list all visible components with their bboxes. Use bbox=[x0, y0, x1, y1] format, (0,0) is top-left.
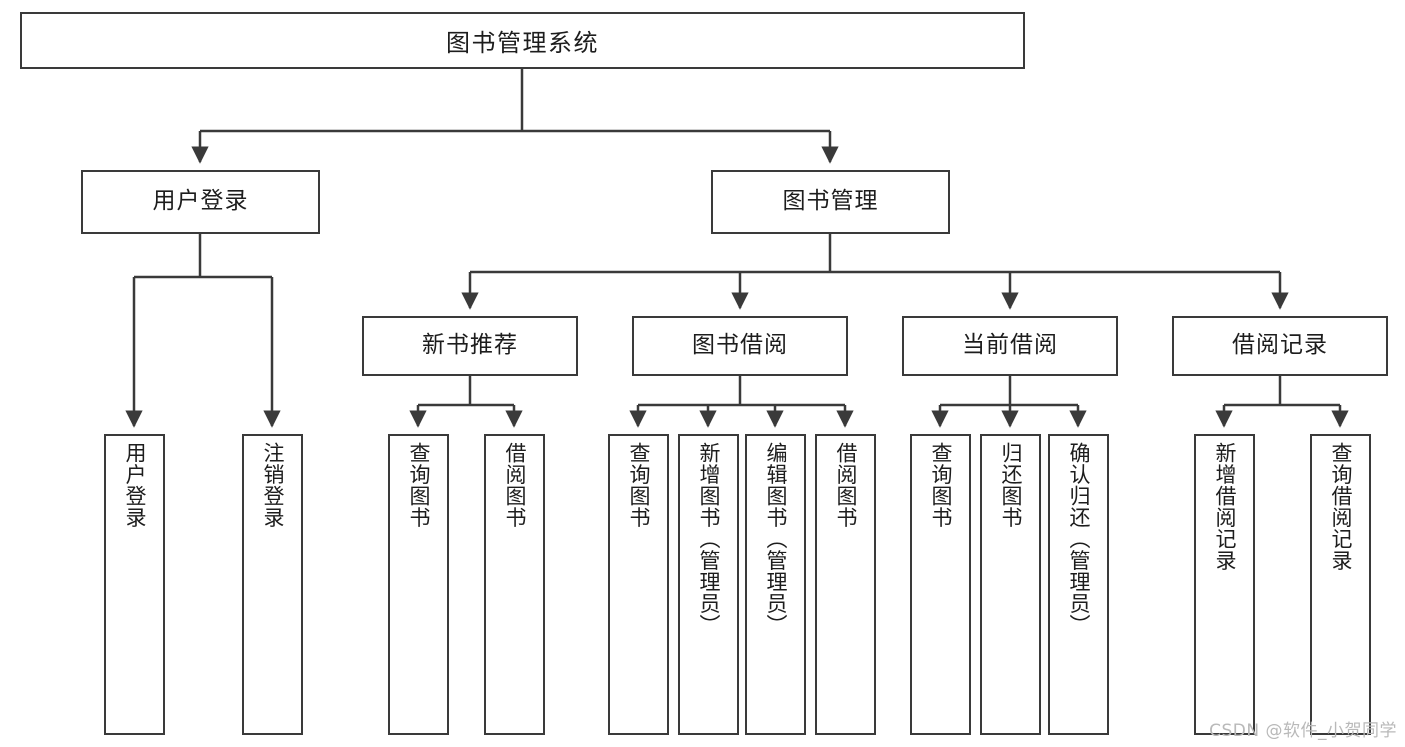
csdn-watermark: CSDN @软件_小贺同学 bbox=[1209, 721, 1397, 741]
leaf-label: 借阅图书 bbox=[833, 442, 858, 528]
node-borrow-record[interactable]: 借阅记录 bbox=[1172, 316, 1388, 376]
leaf-edit-book-admin[interactable]: 编辑图书（管理员） bbox=[745, 434, 806, 735]
node-root-book-management-system[interactable]: 图书管理系统 bbox=[20, 12, 1025, 69]
leaf-label: 用户登录 bbox=[122, 442, 147, 528]
node-label: 图书管理 bbox=[782, 188, 879, 215]
leaf-label: 查询图书 bbox=[406, 442, 431, 528]
node-label: 当前借阅 bbox=[962, 332, 1058, 359]
node-label: 图书管理系统 bbox=[446, 29, 599, 57]
leaf-query-book-current[interactable]: 查询图书 bbox=[910, 434, 971, 735]
node-current-borrow[interactable]: 当前借阅 bbox=[902, 316, 1118, 376]
leaf-query-book-borrow[interactable]: 查询图书 bbox=[608, 434, 669, 735]
node-new-book-recommend[interactable]: 新书推荐 bbox=[362, 316, 578, 376]
node-book-borrow[interactable]: 图书借阅 bbox=[632, 316, 848, 376]
leaf-query-borrow-record[interactable]: 查询借阅记录 bbox=[1310, 434, 1371, 735]
leaf-label: 注销登录 bbox=[260, 442, 285, 528]
node-label: 新书推荐 bbox=[422, 332, 518, 359]
leaf-label: 归还图书 bbox=[998, 442, 1023, 528]
leaf-label: 新增图书（管理员） bbox=[696, 442, 721, 636]
node-label: 用户登录 bbox=[152, 188, 249, 215]
leaf-label: 借阅图书 bbox=[502, 442, 527, 528]
leaf-label: 查询借阅记录 bbox=[1328, 442, 1353, 571]
leaf-borrow-book-new-rec[interactable]: 借阅图书 bbox=[484, 434, 545, 735]
node-book-manage[interactable]: 图书管理 bbox=[711, 170, 950, 234]
leaf-label: 查询图书 bbox=[928, 442, 953, 528]
leaf-user-login[interactable]: 用户登录 bbox=[104, 434, 165, 735]
node-label: 图书借阅 bbox=[692, 332, 788, 359]
leaf-label: 编辑图书（管理员） bbox=[763, 442, 788, 636]
leaf-confirm-return-admin[interactable]: 确认归还（管理员） bbox=[1048, 434, 1109, 735]
leaf-add-book-admin[interactable]: 新增图书（管理员） bbox=[678, 434, 739, 735]
leaf-label: 查询图书 bbox=[626, 442, 651, 528]
leaf-label: 新增借阅记录 bbox=[1212, 442, 1237, 571]
node-label: 借阅记录 bbox=[1232, 332, 1328, 359]
node-user-login[interactable]: 用户登录 bbox=[81, 170, 320, 234]
leaf-user-logout[interactable]: 注销登录 bbox=[242, 434, 303, 735]
leaf-query-book-new-rec[interactable]: 查询图书 bbox=[388, 434, 449, 735]
leaf-borrow-book-borrow[interactable]: 借阅图书 bbox=[815, 434, 876, 735]
leaf-label: 确认归还（管理员） bbox=[1066, 442, 1091, 636]
leaf-return-book[interactable]: 归还图书 bbox=[980, 434, 1041, 735]
leaf-add-borrow-record[interactable]: 新增借阅记录 bbox=[1194, 434, 1255, 735]
